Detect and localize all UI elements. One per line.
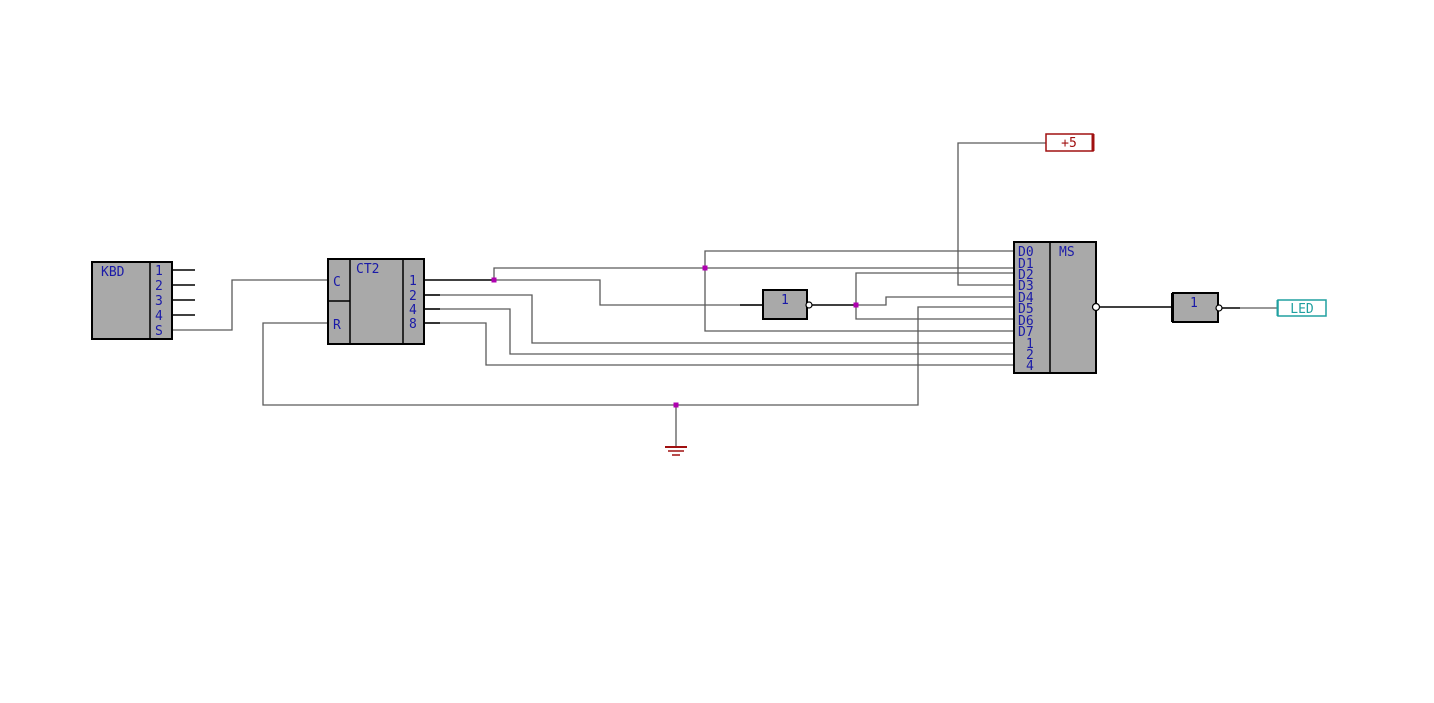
inverter-1-label: 1 [781,293,789,308]
wire-power-to-d3 [957,142,1046,286]
wire-to-d2 [855,272,1014,305]
inversion-bubble [1091,302,1101,312]
kbd-pin-label: 4 [155,309,163,324]
ms-pin-label: D1 [1018,257,1034,272]
counter-output-label: 4 [409,303,417,318]
wire-ct2-1-to-d1 [493,267,1014,280]
wire-kbd-s-to-ct2-c [172,279,328,331]
kbd-pin-label: 1 [155,264,163,279]
kbd-pin-label: 2 [155,279,163,294]
inverter-2-component[interactable]: 1 [1171,292,1223,323]
ms-pin-label: D4 [1018,291,1034,306]
inversion-bubble [1215,304,1223,312]
wire-ct2-8-to-ms-4 [440,322,1014,366]
multiplexer-component[interactable]: MS D0 D1 D2 D3 D4 D5 D6 D7 1 2 4 [1013,241,1101,374]
keyboard-title: KBD [101,265,125,280]
keyboard-component[interactable]: KBD 1 2 3 4 S [91,261,173,340]
junction-dot [673,402,679,408]
wire-ct2-1-to-inverter [494,279,762,306]
junctions [491,265,859,408]
inversion-bubble [805,301,813,309]
counter-output-label: 8 [409,317,417,332]
counter-output-label: 2 [409,289,417,304]
counter-title: CT2 [356,262,379,277]
kbd-pin-label: 3 [155,294,163,309]
ground-symbol [665,446,687,456]
counter-input-reset: R [333,318,341,333]
wire-reset-ground-bus [262,306,1014,406]
ms-pin-label: D6 [1018,314,1034,329]
ms-pin-label: 4 [1026,359,1034,374]
wire-to-d0 [704,250,1014,268]
counter-input-clock: C [333,275,341,290]
ms-pin-label: D5 [1018,302,1034,317]
inverter-1-component[interactable]: 1 [762,289,813,320]
ms-pin-label: D2 [1018,268,1034,283]
wire-ct2-2-to-ms-1 [440,294,1014,344]
kbd-pin-label: S [155,324,163,339]
junction-dot [491,277,497,283]
wire-ct2-4-to-ms-2 [440,308,1014,355]
ms-pin-label: 1 [1026,337,1034,352]
ms-pin-label: D7 [1018,325,1034,340]
ms-pin-label: D3 [1018,279,1034,294]
wire-to-d4 [856,296,1014,306]
wire-to-d6 [855,305,1014,320]
power-label: +5 [1061,136,1077,151]
multiplexer-title: MS [1059,245,1075,260]
counter-component[interactable]: CT2 C R 1 2 4 8 [327,258,425,345]
junction-dot [702,265,708,271]
inverter-2-label: 1 [1190,296,1198,311]
counter-output-label: 1 [409,274,417,289]
ms-pin-label: 2 [1026,348,1034,363]
junction-dot [853,302,859,308]
ms-pin-label: D0 [1018,245,1034,260]
power-supply-component[interactable]: +5 [1045,133,1095,152]
led-label: LED [1290,302,1314,317]
wires [172,142,1278,446]
wire-to-d7 [704,268,1014,332]
led-component[interactable]: LED [1276,299,1327,317]
